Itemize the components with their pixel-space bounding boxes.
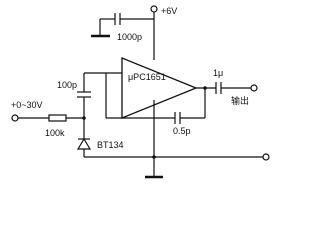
input-terminal: [11, 114, 19, 122]
supply-terminal: [150, 5, 158, 13]
resistor-label: 100k: [45, 128, 65, 138]
input-junction: [82, 116, 86, 120]
input-cap-label: 100p: [57, 80, 77, 90]
output-label: 输出: [231, 95, 249, 106]
opamp-triangle: [121, 57, 198, 119]
input-resistor: [48, 114, 67, 122]
output-terminal: [250, 84, 258, 92]
supply-label: +6V: [161, 6, 177, 16]
input-range-label: +0~30V: [11, 100, 43, 110]
varactor-diode: [76, 137, 92, 150]
circuit-schematic: +6V 1000p μPC1651 100p +0~30V 100k BT134…: [11, 5, 270, 179]
ground-terminal: [262, 153, 270, 161]
output-junction: [203, 86, 207, 90]
output-cap-label: 1μ: [213, 68, 223, 78]
feedback-cap-label: 0.5p: [173, 126, 191, 136]
diode-label: BT134: [97, 140, 124, 150]
opamp-label: μPC1651: [128, 72, 166, 82]
bypass-cap-label: 1000p: [117, 32, 142, 42]
circuit-diagram: +6V 1000p μPC1651 100p +0~30V 100k BT134…: [11, 5, 270, 179]
